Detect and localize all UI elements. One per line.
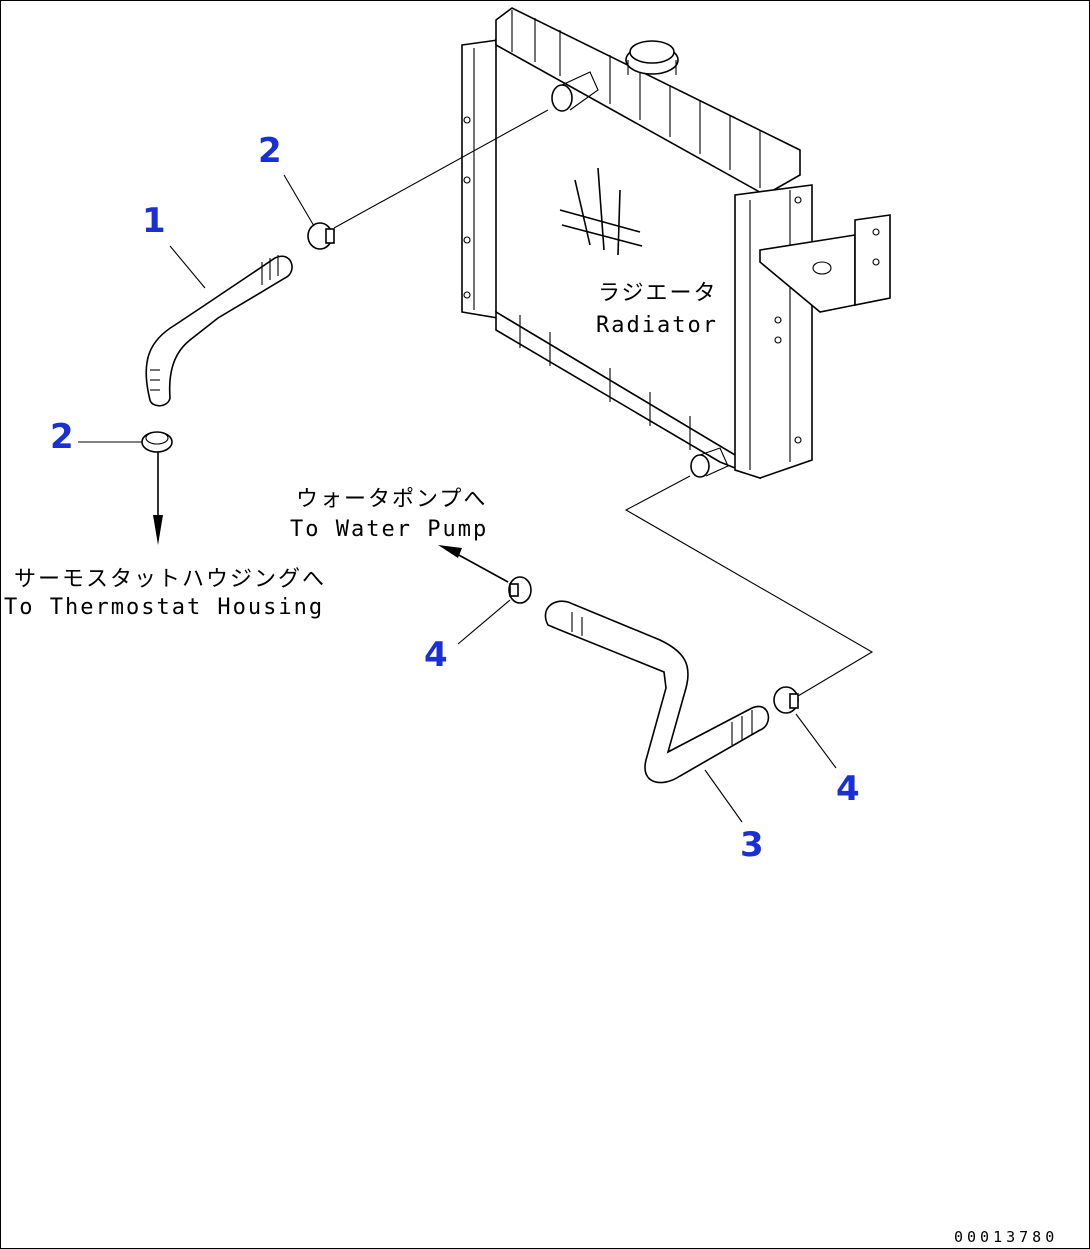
clamp-lower-left [508, 576, 532, 604]
lower-hose [544, 600, 770, 784]
core-grid-icon [559, 167, 643, 256]
water-pump-label-en: To Water Pump [290, 517, 488, 542]
water-pump-arrow-icon [438, 545, 462, 558]
clamp-upper-top [307, 222, 335, 250]
radiator [461, 7, 891, 480]
water-pump-label-jp: ウォータポンプへ [296, 487, 487, 512]
callout-clamp-upper-bottom: 2 [50, 417, 74, 457]
callout-clamp-upper-top: 2 [258, 131, 282, 171]
thermostat-label-en: To Thermostat Housing [4, 595, 324, 620]
thermostat-arrow-icon [153, 515, 163, 545]
radiator-label-en: Radiator [596, 313, 718, 338]
callout-clamp-lower-left: 4 [424, 635, 448, 675]
callout-hose-lower: 3 [740, 825, 764, 865]
drawing-code: 00013780 [954, 1228, 1058, 1246]
clamp-lower-right [773, 686, 799, 714]
callout-clamp-lower-right: 4 [836, 769, 860, 809]
radiator-label-jp: ラジエータ [598, 281, 718, 306]
callout-hose-upper: 1 [142, 201, 166, 241]
upper-hose [145, 255, 293, 407]
clamp-upper-bottom [141, 431, 173, 453]
thermostat-label-jp: サーモスタットハウジングへ [14, 567, 326, 592]
